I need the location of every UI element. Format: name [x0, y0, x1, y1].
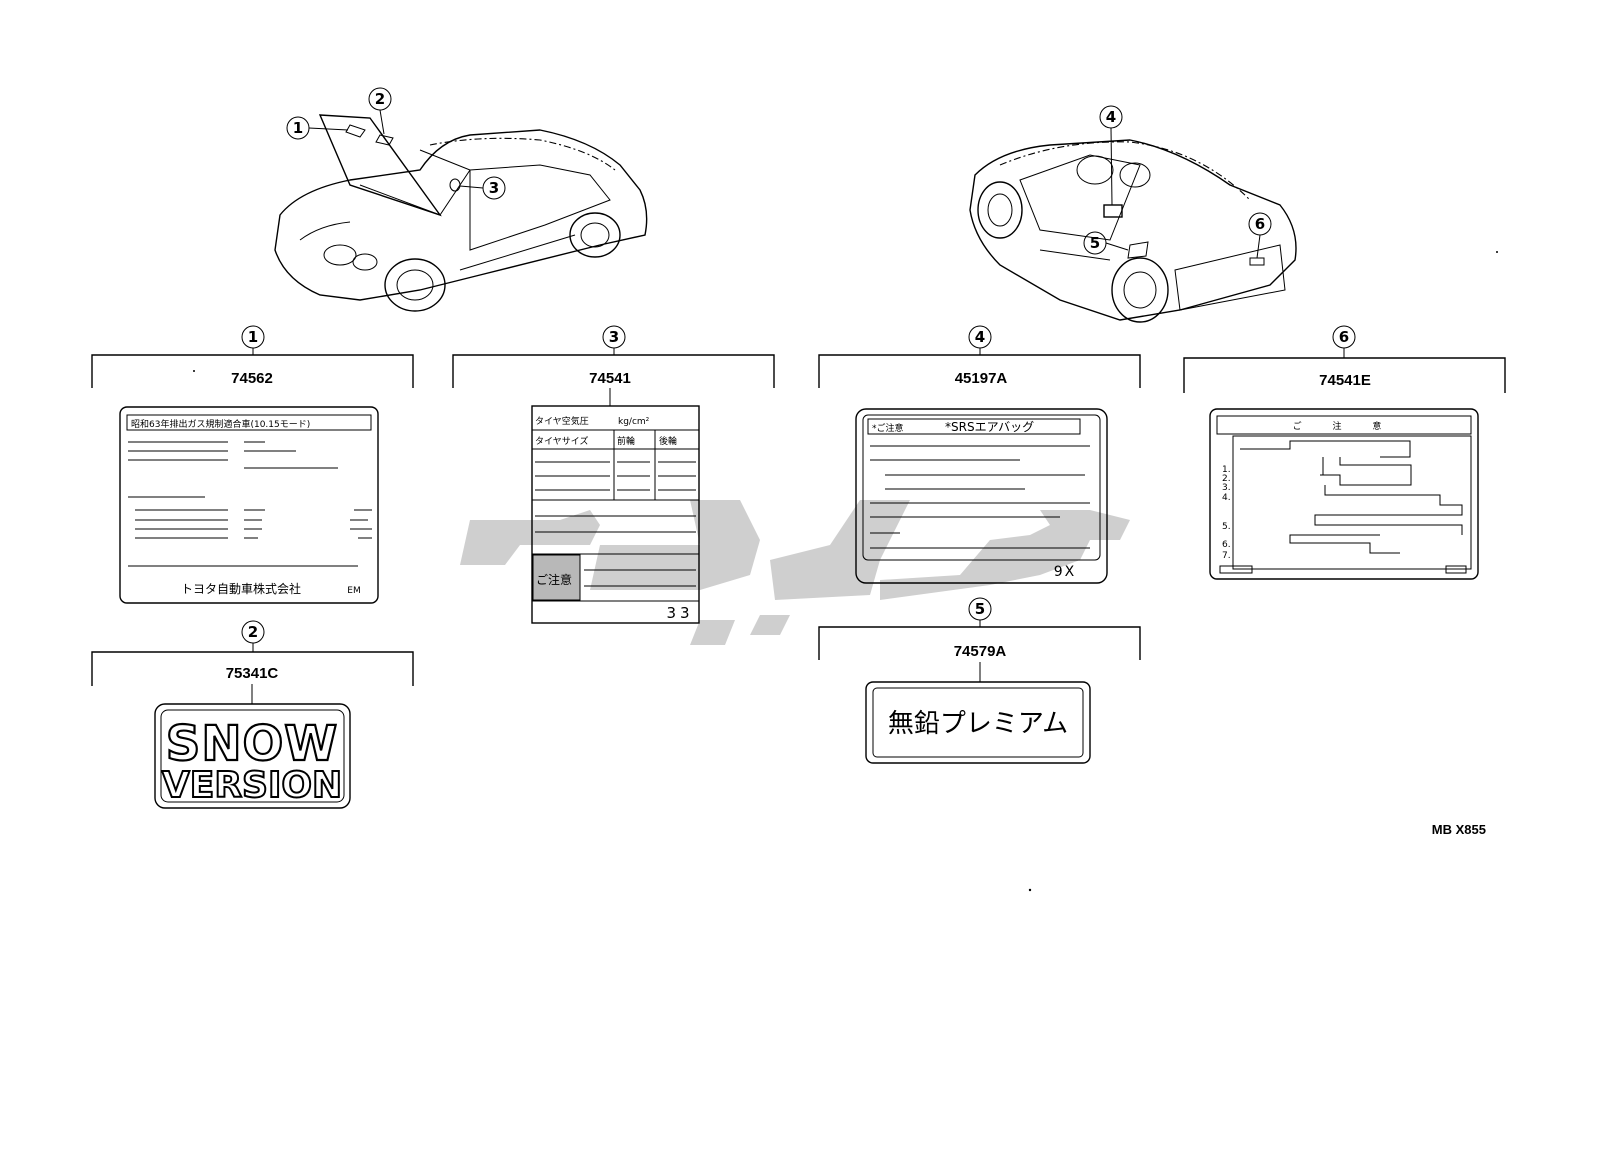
- label-3-table-lines: [532, 461, 699, 602]
- svg-text:5.: 5.: [1222, 522, 1231, 532]
- part-number-75341C: 75341C: [226, 665, 279, 682]
- svg-text:9X: 9X: [1054, 564, 1077, 580]
- part-number-74579A: 74579A: [954, 643, 1007, 660]
- part-number-74562: 74562: [231, 370, 273, 387]
- scan-specks: [193, 251, 1498, 892]
- svg-text:後輪: 後輪: [659, 435, 677, 447]
- svg-text:前輪: 前輪: [617, 435, 635, 447]
- svg-text:4: 4: [975, 328, 985, 346]
- label-group-5: 5 74579A 無鉛プレミアム: [818, 597, 1141, 764]
- callout-6-rear: 6: [1248, 212, 1272, 259]
- label-6-item-numbers: 1. 2. 3. 4. 5. 6. 7.: [1222, 465, 1231, 561]
- part-number-45197A: 45197A: [955, 370, 1008, 387]
- svg-text:VERSION: VERSION: [162, 765, 342, 806]
- svg-text:タイヤ空気圧: タイヤ空気圧: [535, 415, 589, 427]
- part-number-74541: 74541: [589, 370, 631, 387]
- svg-text:2: 2: [248, 623, 258, 641]
- svg-text:タイヤサイズ: タイヤサイズ: [535, 435, 588, 447]
- svg-text:kg/cm²: kg/cm²: [618, 417, 650, 427]
- callout-4-rear: 4: [1099, 105, 1123, 206]
- svg-text:33: 33: [666, 604, 693, 622]
- svg-text:3: 3: [609, 328, 619, 346]
- part-number-74541E: 74541E: [1319, 372, 1371, 389]
- label-group-4: 4 45197A *ご注意 *SRSエアバッグ 9X: [818, 325, 1141, 584]
- svg-text:6: 6: [1255, 215, 1265, 233]
- svg-text:5: 5: [1090, 234, 1100, 252]
- svg-text:2: 2: [375, 90, 385, 108]
- svg-text:7.: 7.: [1222, 551, 1231, 561]
- svg-text:6.: 6.: [1222, 540, 1231, 550]
- label-6-lines: [1240, 440, 1463, 554]
- diagram-code: MB X855: [1432, 822, 1486, 837]
- label-1-lines: [128, 441, 372, 567]
- svg-text:1.: 1.: [1222, 465, 1231, 475]
- svg-text:無鉛プレミアム: 無鉛プレミアム: [888, 709, 1068, 739]
- svg-text:3.: 3.: [1222, 483, 1231, 493]
- svg-text:4.: 4.: [1222, 493, 1231, 503]
- rear-car-illustration: [969, 139, 1297, 323]
- svg-text:昭和63年排出ガス規制適合車(10.15モード): 昭和63年排出ガス規制適合車(10.15モード): [131, 418, 310, 430]
- svg-text:6: 6: [1339, 328, 1349, 346]
- svg-text:トヨタ自動車株式会社: トヨタ自動車株式会社: [181, 581, 301, 596]
- svg-text:1: 1: [248, 328, 258, 346]
- svg-text:*ご注意: *ご注意: [872, 422, 904, 434]
- svg-text:ご注意: ご注意: [536, 572, 572, 587]
- label-group-1: 1 74562 昭和63年排出ガス規制適合車(10.15モード) トヨタ自動車株…: [91, 325, 414, 604]
- label-4-lines: [870, 445, 1090, 549]
- svg-text:4: 4: [1106, 108, 1116, 126]
- svg-text:SNOW: SNOW: [166, 716, 339, 772]
- svg-text:EM: EM: [347, 586, 360, 596]
- callout-2-front: 2: [368, 87, 392, 135]
- svg-text:2.: 2.: [1222, 474, 1231, 484]
- label-group-6: 6 74541E ご 注 意 1. 2. 3. 4. 5. 6. 7.: [1183, 325, 1506, 580]
- svg-text:ご 注 意: ご 注 意: [1293, 420, 1396, 432]
- label-group-3: 3 74541 タイヤ空気圧 kg/cm² タイヤサイズ 前輪 後輪 ご注意 3…: [452, 325, 775, 624]
- label-group-2: 2 75341C SNOW VERSION: [91, 620, 414, 809]
- callout-5-rear: 5: [1083, 231, 1129, 255]
- svg-text:5: 5: [975, 600, 985, 618]
- svg-text:1: 1: [293, 119, 303, 137]
- svg-text:3: 3: [489, 179, 499, 197]
- callout-3-front: 3: [459, 176, 506, 200]
- callout-1-front: 1: [286, 116, 349, 140]
- svg-text:*SRSエアバッグ: *SRSエアバッグ: [945, 420, 1034, 434]
- front-car-illustration: [274, 114, 648, 312]
